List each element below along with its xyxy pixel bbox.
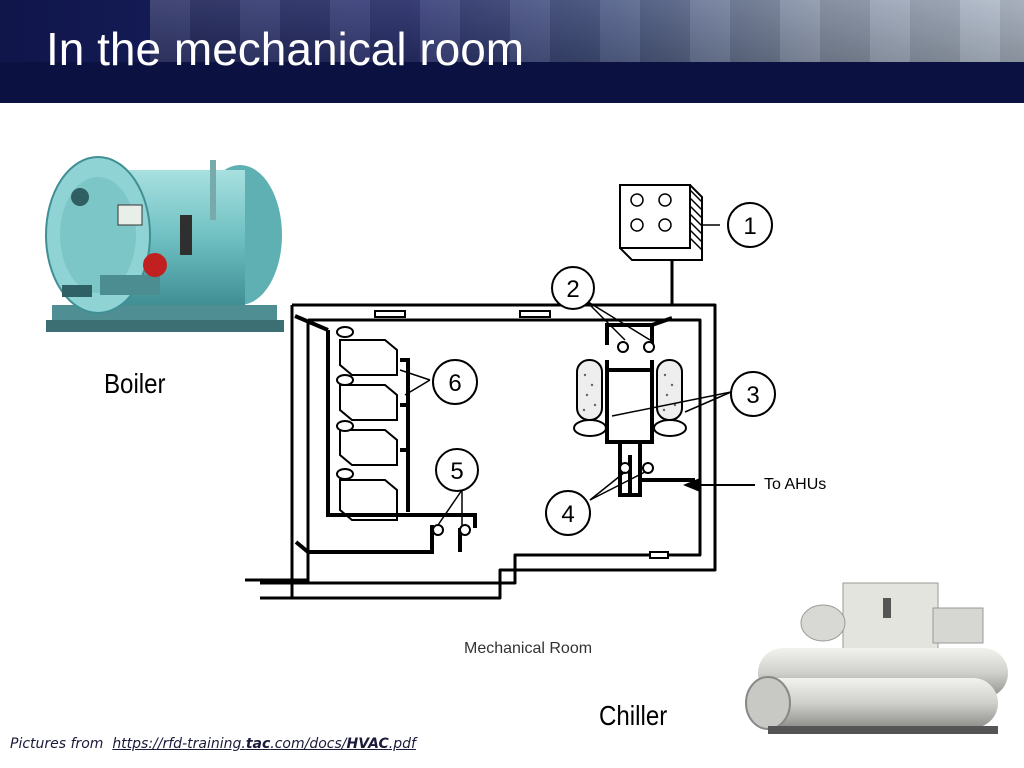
room-wall-outer bbox=[260, 303, 717, 600]
control-panel-icon bbox=[619, 184, 703, 305]
room-wall-left bbox=[290, 305, 310, 598]
callout-3-label: 3 bbox=[746, 382, 759, 409]
source-footer: Pictures from https://rfd-training.tac.c… bbox=[10, 736, 416, 752]
room-wall-inner bbox=[260, 318, 702, 585]
boiler-photo bbox=[45, 156, 284, 332]
callout-1-label: 1 bbox=[743, 213, 756, 240]
callout-3 bbox=[730, 371, 776, 417]
callout-4 bbox=[545, 490, 591, 536]
source-link[interactable]: https://rfd-training.tac.com/docs/HVAC.p… bbox=[112, 736, 416, 752]
chiller-photo bbox=[745, 582, 1008, 734]
callout-5-label: 5 bbox=[450, 458, 463, 485]
header-bar bbox=[0, 62, 1024, 103]
chiller-label: Chiller bbox=[599, 700, 668, 731]
slide-header: In the mechanical room bbox=[0, 0, 1024, 103]
to-ahus-label: To AHUs bbox=[764, 476, 826, 493]
callout-5 bbox=[435, 448, 479, 492]
callout-1 bbox=[727, 202, 773, 248]
callout-2 bbox=[551, 266, 595, 310]
to-ahus-arrow: To AHUs bbox=[683, 476, 826, 493]
mechanical-room-diagram: 1 2 3 4 5 6 To AHUs Mechanical Room bbox=[245, 184, 826, 657]
slide-title: In the mechanical room bbox=[46, 23, 525, 75]
callout-4-label: 4 bbox=[561, 501, 574, 528]
callout-6-label: 6 bbox=[448, 370, 461, 397]
callout-6 bbox=[432, 359, 478, 405]
footer-prefix: Pictures from bbox=[10, 736, 104, 752]
callout-2-label: 2 bbox=[566, 276, 579, 303]
boiler-units bbox=[336, 326, 398, 521]
boiler-label: Boiler bbox=[104, 368, 166, 399]
diagram-caption: Mechanical Room bbox=[464, 640, 592, 657]
